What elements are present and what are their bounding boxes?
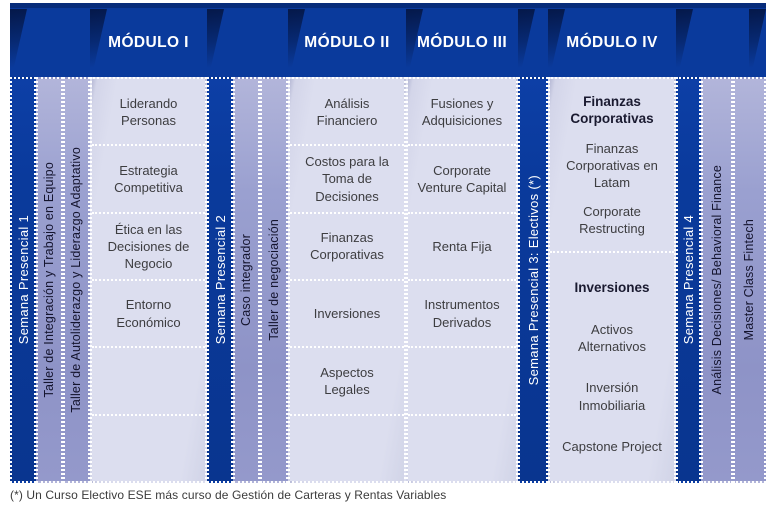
course-cell: Finanzas Corporativas (290, 214, 404, 281)
course-cell: Finanzas Corporativas en Latam (566, 140, 658, 191)
course-cell: Instrumentos Derivados (408, 281, 516, 349)
course-cell: Análisis Financiero (290, 79, 404, 147)
course-cell-empty (92, 348, 205, 416)
week-strip-semana-presencial-4: Semana Presencial 4 (676, 77, 701, 483)
course-cell-empty (92, 416, 205, 481)
week-strip-label: Semana Presencial 3: Electivos (*) (525, 174, 541, 386)
course-cell: Capstone Project (562, 438, 662, 454)
course-cell: Inversión Inmobiliaria (578, 380, 646, 413)
module-4-group-finanzas: Finanzas Corporativas Finanzas Corporati… (550, 79, 674, 253)
group-heading: Finanzas Corporativas (570, 93, 654, 127)
module-4-group-inversiones: Inversiones Activos Alternativos Inversi… (550, 253, 674, 481)
course-cell: Liderando Personas (92, 79, 205, 147)
course-cell: Corporate Restructing (579, 204, 645, 237)
course-cell: Costos para la Toma de Decisiones (290, 146, 404, 214)
week-strip-label: Semana Presencial 2 (212, 215, 228, 345)
module-2-column: Análisis Financiero Costos para la Toma … (288, 77, 406, 483)
course-cell: Entorno Económico (92, 281, 205, 349)
workshop-strip-caso-integrador: Caso integrador (233, 77, 260, 483)
module-title-1: MÓDULO I (108, 33, 189, 51)
course-cell-empty (408, 416, 516, 481)
workshop-strip-label: Master Class Fintech (742, 219, 757, 341)
workshop-strip-label: Taller de Integración y Trabajo en Equip… (42, 162, 57, 398)
course-cell: Activos Alternativos (578, 321, 646, 355)
course-cell-empty (408, 348, 516, 416)
workshop-strip-analisis-behavioral-finance: Análisis Decisiones/ Behavioral Finance (701, 77, 733, 483)
workshop-strip-label: Análisis Decisiones/ Behavioral Finance (709, 165, 724, 395)
workshop-strip-autoliderazgo-adaptativo: Taller de Autoliderazgo y Liderazgo Adap… (63, 77, 90, 483)
course-cell: Aspectos Legales (290, 348, 404, 416)
week-strip-label: Semana Presencial 1 (15, 215, 31, 345)
course-cell: Renta Fija (408, 214, 516, 281)
footnote: (*) Un Curso Electivo ESE más curso de G… (10, 488, 447, 502)
week-strip-label: Semana Presencial 4 (681, 215, 696, 345)
course-cell: Inversiones (290, 281, 404, 349)
module-title-3: MÓDULO III (416, 33, 508, 51)
course-cell: Fusiones y Adquisiciones (408, 79, 516, 147)
course-cell: Estrategia Competitiva (92, 146, 205, 214)
course-cell: Ética en las Decisiones de Negocio (92, 214, 205, 281)
workshop-strip-label: Taller de Autoliderazgo y Liderazgo Adap… (69, 147, 84, 413)
group-heading: Inversiones (574, 280, 650, 296)
week-strip-semana-presencial-3-electivos: Semana Presencial 3: Electivos (*) (518, 77, 548, 483)
week-strip-semana-presencial-1: Semana Presencial 1 (10, 77, 36, 483)
workshop-strip-label: Caso integrador (239, 234, 254, 326)
header-band (10, 8, 766, 77)
workshop-strip-label: Taller de negociación (266, 219, 281, 341)
course-cell: Corporate Venture Capital (408, 146, 516, 214)
module-3-column: Fusiones y Adquisiciones Corporate Ventu… (406, 77, 518, 483)
workshop-strip-taller-negociacion: Taller de negociación (260, 77, 288, 483)
workshop-strip-master-class-fintech: Master Class Fintech (733, 77, 766, 483)
week-strip-semana-presencial-2: Semana Presencial 2 (207, 77, 233, 483)
ribbon-top-edge (10, 3, 766, 9)
module-title-2: MÓDULO II (304, 33, 390, 51)
workshop-strip-integracion-trabajo-equipo: Taller de Integración y Trabajo en Equip… (36, 77, 63, 483)
module-4-column: Finanzas Corporativas Finanzas Corporati… (548, 77, 676, 483)
module-1-column: Liderando Personas Estrategia Competitiv… (90, 77, 207, 483)
module-title-4: MÓDULO IV (566, 33, 658, 51)
course-cell-empty (290, 416, 404, 481)
